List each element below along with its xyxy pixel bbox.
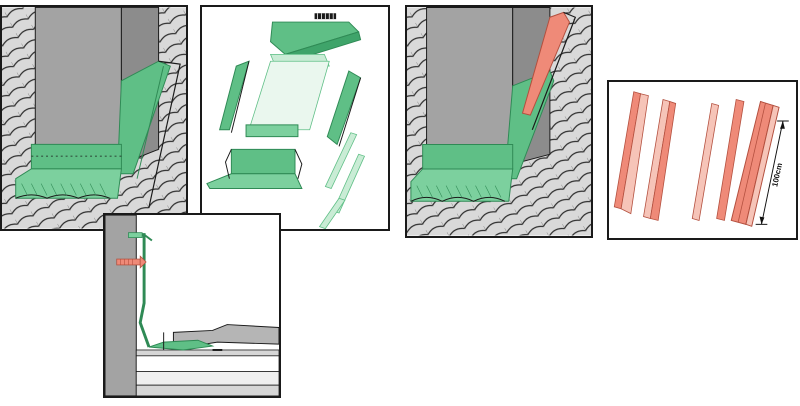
chimney-flashing-installed-icon bbox=[2, 7, 186, 229]
flashing-kit-exploded-icon bbox=[206, 13, 366, 229]
copper-flashing-strips-icon: 100cm bbox=[613, 91, 789, 227]
dimension-label: 100cm bbox=[770, 162, 784, 188]
chimney-flashing-panel bbox=[0, 5, 188, 231]
chimney-side-flashing-copper-icon bbox=[407, 7, 591, 236]
cross-section-panel bbox=[103, 213, 281, 398]
copper-strips-panel: 100cm bbox=[607, 80, 798, 240]
chimney-copper-panel bbox=[405, 5, 593, 238]
flashing-kit-panel bbox=[200, 5, 390, 231]
flashing-cross-section-icon bbox=[105, 215, 279, 396]
